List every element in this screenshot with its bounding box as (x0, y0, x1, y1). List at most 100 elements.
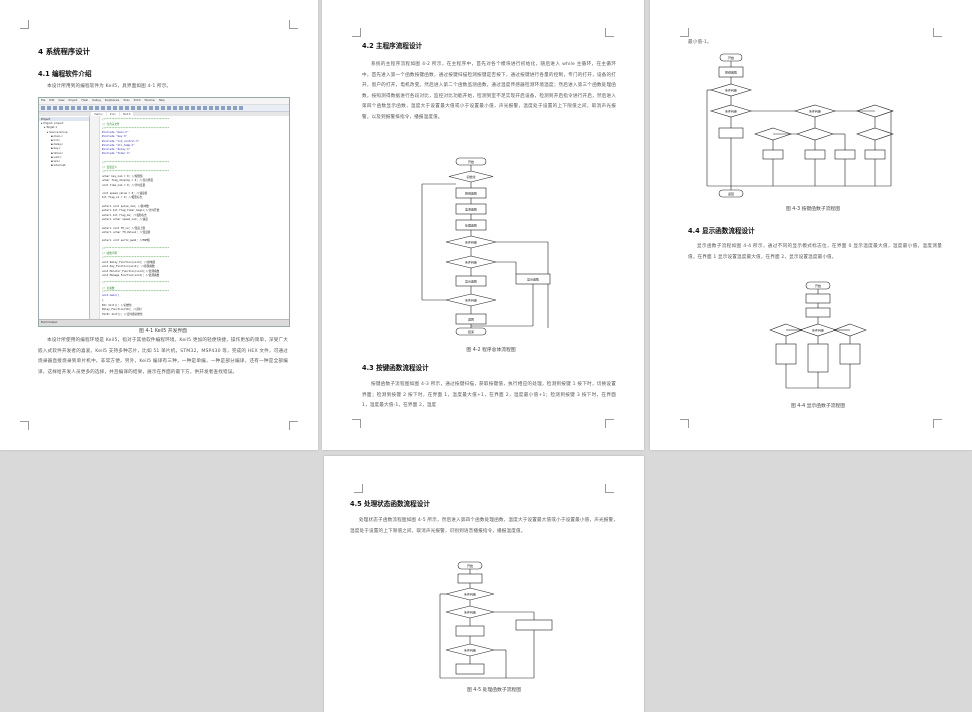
toolbar-button-icon[interactable] (239, 106, 243, 110)
page-4: 4.5 处理状态函数流程设计 处理状态子函数流程图如图 4-5 所示，然后进入第… (324, 456, 644, 712)
project-tree-item[interactable]: ▪ timer.c (51, 150, 63, 155)
code-line[interactable]: extern uchar speed_num; //速度 (102, 217, 148, 221)
toolbar-button-icon[interactable] (185, 106, 189, 110)
toolbar-button-icon[interactable] (125, 106, 129, 110)
project-tree-item[interactable]: ▪ lcd.c (51, 138, 60, 143)
code-line[interactable]: uchar key_num = 0; //按键值 (102, 174, 143, 178)
ide-menu-item[interactable]: Edit (49, 99, 55, 102)
code-line[interactable]: bit flag_s1 = 0; //报警标志 (102, 196, 143, 200)
code-line[interactable]: EA= Init(); //初始化 (102, 303, 132, 307)
toolbar-button-icon[interactable] (107, 106, 111, 110)
project-tree-item[interactable]: ▪ Interrupt (51, 163, 66, 168)
code-line[interactable]: extern bit flag_ms; //毫秒标志 (102, 213, 147, 217)
code-line[interactable]: //**************************************… (102, 118, 170, 121)
code-line[interactable]: Tmr0= Init(); //定时器初始化 (102, 312, 143, 316)
ide-menu-item[interactable]: SVCS (133, 99, 141, 102)
code-line[interactable]: //**************************************… (102, 290, 170, 293)
code-line[interactable]: //**************************************… (102, 281, 170, 285)
ide-menu-item[interactable]: Flash (81, 99, 89, 102)
code-line[interactable]: void Key_Function(void); //按键函数 (102, 265, 155, 269)
toolbar-button-icon[interactable] (47, 106, 51, 110)
project-tree-item[interactable]: ▪ main.c (51, 133, 63, 138)
toolbar-button-icon[interactable] (83, 106, 87, 110)
ide-menu-item[interactable]: Tools (123, 99, 130, 102)
toolbar-button-icon[interactable] (173, 106, 177, 110)
ide-file-tab[interactable]: main.c (91, 112, 106, 117)
project-tree-item[interactable]: ▪ delay.c (51, 142, 63, 147)
code-line[interactable]: Delay_Function(50); //延时 (102, 308, 142, 312)
code-line[interactable]: // 函数声明 (102, 252, 118, 256)
toolbar-button-icon[interactable] (65, 106, 69, 110)
code-line[interactable]: void Relay_Function(void); //继电器 (102, 260, 156, 264)
toolbar-button-icon[interactable] (227, 106, 231, 110)
project-tree-item[interactable]: ▪ led.c (51, 159, 61, 164)
code-line[interactable]: //**************************************… (102, 126, 170, 130)
toolbar-button-icon[interactable] (77, 106, 81, 110)
project-tree-item[interactable]: ▸ Source Group (47, 129, 68, 134)
toolbar-button-icon[interactable] (215, 106, 219, 110)
ide-menu-item[interactable]: Help (158, 99, 165, 102)
code-line[interactable]: //**************************************… (102, 169, 170, 173)
project-tree-item[interactable]: ▸ Project: project (41, 121, 64, 126)
toolbar-button-icon[interactable] (137, 106, 141, 110)
ide-menu-item[interactable]: File (41, 99, 46, 102)
project-tree-item[interactable]: ▪ uart.c (51, 154, 62, 159)
code-line[interactable]: { (102, 298, 104, 302)
code-line[interactable]: uint speed_value = 0; //速度值 (102, 192, 148, 196)
toolbar-button-icon[interactable] (233, 106, 237, 110)
code-line[interactable]: #include "ntc_temp.h" (102, 143, 135, 147)
code-line[interactable]: #include "delay.h" (102, 148, 131, 152)
code-line[interactable]: uint time_num = 0; //计时变量 (102, 183, 146, 187)
toolbar-button-icon[interactable] (221, 106, 225, 110)
code-line[interactable]: //**************************************… (102, 161, 170, 164)
code-line[interactable]: #include "main.h" (102, 130, 129, 134)
toolbar-button-icon[interactable] (209, 106, 213, 110)
code-line[interactable]: extern bit flag_timer_begin;//计时开始 (102, 209, 160, 213)
code-line[interactable]: //**************************************… (102, 247, 170, 250)
code-line[interactable]: //**************************************… (102, 255, 170, 259)
code-line[interactable]: // 主函数 (102, 286, 115, 290)
ide-file-tab[interactable]: font.h (119, 112, 134, 117)
toolbar-button-icon[interactable] (101, 106, 105, 110)
toolbar-button-icon[interactable] (179, 106, 183, 110)
code-line[interactable]: #include "timer.h" (102, 152, 131, 156)
code-line[interactable]: // 变量定义 (102, 166, 118, 170)
ide-menu-item[interactable]: Project (68, 99, 78, 102)
project-tree-item[interactable]: ▸ Target 1 (44, 125, 58, 130)
code-line[interactable]: #include "lcd_control.h" (102, 139, 140, 143)
toolbar-button-icon[interactable] (149, 106, 153, 110)
toolbar-button-icon[interactable] (203, 106, 207, 110)
code-line[interactable]: extern uint pulse_num; //脉冲数 (102, 205, 149, 208)
code-line[interactable]: void Monitor_Function(void);//监测函数 (102, 269, 160, 273)
toolbar-button-icon[interactable] (71, 106, 75, 110)
body-paragraph-2: 按键函数子流程图如图 4-3 所示，通过按键扫描，获取按键值，执行相应的处理，检… (362, 382, 616, 409)
toolbar-button-icon[interactable] (59, 106, 63, 110)
code-line[interactable]: extern uchar TH_Value1; //温度值 (102, 230, 151, 234)
code-line[interactable]: uchar flag_display = 0; //显示界面 (102, 179, 153, 183)
code-line[interactable]: extern uint sertz_pwm1; //PWM值 (102, 239, 150, 243)
code-line[interactable]: #include "key.h" (102, 135, 127, 139)
toolbar-button-icon[interactable] (41, 106, 45, 110)
toolbar-button-icon[interactable] (155, 106, 159, 110)
toolbar-button-icon[interactable] (161, 106, 165, 110)
toolbar-button-icon[interactable] (113, 106, 117, 110)
toolbar-button-icon[interactable] (131, 106, 135, 110)
toolbar-button-icon[interactable] (89, 106, 93, 110)
toolbar-button-icon[interactable] (119, 106, 123, 110)
ide-file-tab[interactable]: lcd.c (106, 112, 119, 117)
code-line[interactable]: void Manage_Function(void); //处理函数 (102, 273, 160, 277)
code-line[interactable]: // 包含头文件 (102, 123, 120, 127)
toolbar-button-icon[interactable] (95, 106, 99, 110)
code-line[interactable]: void main() (102, 294, 120, 298)
toolbar-button-icon[interactable] (53, 106, 57, 110)
ide-menu-item[interactable]: Window (144, 99, 155, 102)
toolbar-button-icon[interactable] (197, 106, 201, 110)
toolbar-button-icon[interactable] (191, 106, 195, 110)
project-tree-item[interactable]: ▪ key.c (51, 146, 61, 151)
code-line[interactable]: extern uint TH_va; //温度上限 (102, 226, 146, 230)
toolbar-button-icon[interactable] (167, 106, 171, 110)
toolbar-button-icon[interactable] (143, 106, 147, 110)
ide-menu-item[interactable]: Peripherals (104, 99, 120, 102)
ide-menu-item[interactable]: Debug (92, 99, 101, 102)
ide-menu-item[interactable]: View (58, 99, 65, 102)
